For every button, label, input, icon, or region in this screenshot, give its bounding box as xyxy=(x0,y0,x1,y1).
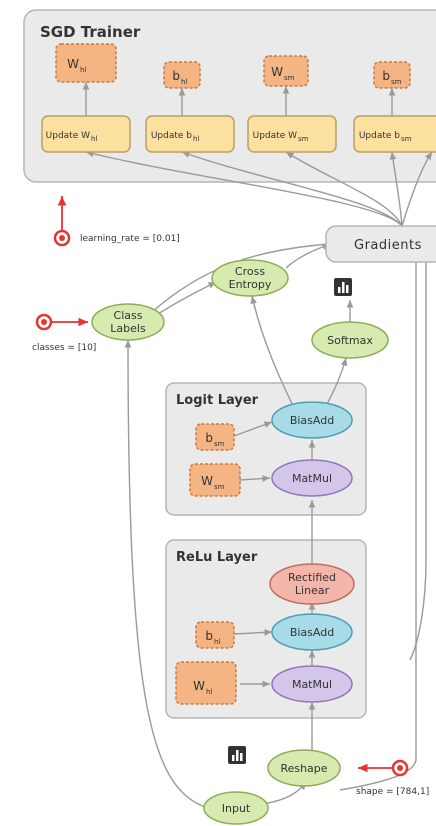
logit-biasadd-label: BiasAdd xyxy=(290,414,334,427)
classes-label: classes = [10] xyxy=(32,343,96,353)
relu-matmul-label: MatMul xyxy=(292,678,332,691)
cross-entropy-line1: Cross xyxy=(235,265,265,278)
input-label: Input xyxy=(222,802,251,815)
input-node[interactable]: Input xyxy=(203,791,269,825)
reshape-label: Reshape xyxy=(280,762,327,775)
relu-rectified-node[interactable]: Rectified Linear xyxy=(269,563,355,605)
variable-main: b xyxy=(205,629,213,643)
variable-sub: sm xyxy=(284,74,295,82)
update-main: Update W xyxy=(253,131,297,141)
rectified-line1: Rectified xyxy=(288,571,336,584)
variable-main: W xyxy=(271,65,283,79)
summary-icon[interactable] xyxy=(334,278,352,296)
logit-weight-variable[interactable]: W sm xyxy=(189,463,241,497)
update-w-hl-node[interactable]: Update W hl xyxy=(41,115,131,153)
cross-entropy-line2: Entropy xyxy=(229,278,272,291)
variable-sub: hl xyxy=(214,638,220,646)
variable-sub: sm xyxy=(391,78,402,86)
variable-sub: hl xyxy=(206,688,212,696)
shape-param[interactable]: shape = [784,1] xyxy=(356,759,429,797)
variable-main: W xyxy=(193,679,205,693)
update-sub: hl xyxy=(193,135,199,143)
softmax-label: Softmax xyxy=(327,334,373,347)
variable-main: b xyxy=(172,69,180,83)
class-labels-node[interactable]: Class Labels xyxy=(91,303,165,341)
learning-rate-param[interactable]: learning_rate = [0.01] xyxy=(53,196,180,247)
softmax-node[interactable]: Softmax xyxy=(311,321,389,359)
update-main: Update b xyxy=(151,131,192,141)
variable-main: b xyxy=(205,431,213,445)
relu-weight-variable[interactable]: W hl xyxy=(175,661,237,705)
variable-main: W xyxy=(201,474,213,488)
logit-biasadd-node[interactable]: BiasAdd xyxy=(271,401,353,439)
cross-entropy-node[interactable]: Cross Entropy xyxy=(211,259,289,297)
variable-sub: hl xyxy=(80,66,86,74)
trainer-variable-w-sm[interactable]: W sm xyxy=(263,55,309,87)
variable-sub: hl xyxy=(181,78,187,86)
class-labels-line1: Class xyxy=(114,309,143,322)
sgd-trainer-title: SGD Trainer xyxy=(40,23,141,41)
gradients-label: Gradients xyxy=(354,238,422,253)
update-b-sm-node[interactable]: Update b sm xyxy=(353,115,436,153)
trainer-variable-b-hl[interactable]: b hl xyxy=(163,61,201,89)
relu-matmul-node[interactable]: MatMul xyxy=(271,665,353,703)
update-main: Update b xyxy=(359,131,400,141)
logit-matmul-node[interactable]: MatMul xyxy=(271,459,353,497)
relu-biasadd-node[interactable]: BiasAdd xyxy=(271,613,353,651)
update-sub: hl xyxy=(91,135,97,143)
rectified-line2: Linear xyxy=(295,584,330,597)
relu-bias-variable[interactable]: b hl xyxy=(195,621,235,649)
logit-layer-title: Logit Layer xyxy=(176,393,259,408)
update-b-hl-node[interactable]: Update b hl xyxy=(145,115,235,153)
variable-sub: sm xyxy=(214,440,225,448)
variable-sub: sm xyxy=(214,483,225,491)
logit-matmul-label: MatMul xyxy=(292,472,332,485)
update-w-sm-node[interactable]: Update W sm xyxy=(247,115,337,153)
trainer-variable-b-sm[interactable]: b sm xyxy=(373,61,411,89)
update-sub: sm xyxy=(298,135,309,143)
gradients-node[interactable]: Gradients xyxy=(325,225,436,263)
class-labels-line2: Labels xyxy=(110,322,146,335)
update-sub: sm xyxy=(401,135,412,143)
classes-param[interactable]: classes = [10] xyxy=(32,313,96,353)
learning-rate-label: learning_rate = [0.01] xyxy=(80,234,180,244)
variable-main: b xyxy=(382,69,390,83)
relu-biasadd-label: BiasAdd xyxy=(290,626,334,639)
relu-layer-title: ReLu Layer xyxy=(176,550,258,565)
reshape-node[interactable]: Reshape xyxy=(267,749,341,787)
shape-label: shape = [784,1] xyxy=(356,787,429,797)
edges xyxy=(82,82,433,809)
update-main: Update W xyxy=(46,131,90,141)
variable-main: W xyxy=(67,57,79,71)
logit-bias-variable[interactable]: b sm xyxy=(195,423,235,451)
summary-icon[interactable] xyxy=(228,746,246,764)
trainer-variable-w-hl[interactable]: W hl xyxy=(55,43,117,83)
